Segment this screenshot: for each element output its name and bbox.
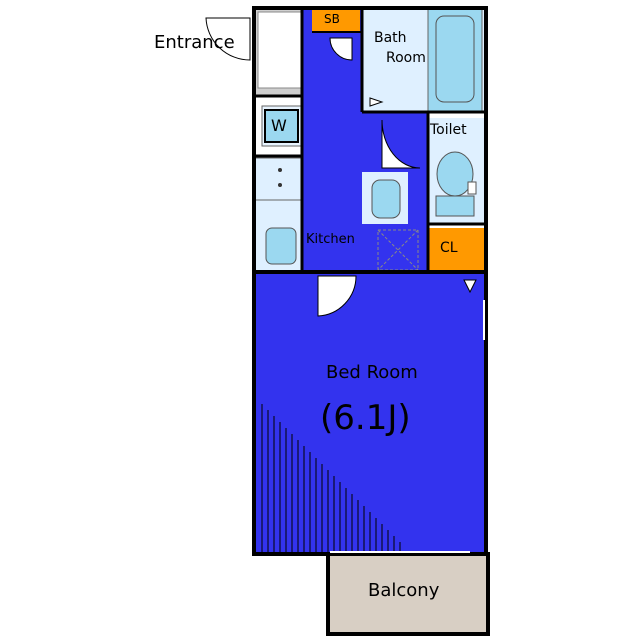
kitchen-label: Kitchen (306, 232, 355, 247)
toilet-label: Toilet (430, 122, 467, 138)
door-swings (205, 17, 421, 317)
closet-label: CL (440, 240, 458, 256)
sink-icon (265, 227, 297, 265)
bath-room-label-line1: Bath (374, 30, 407, 46)
stove-burner-icon (278, 168, 282, 172)
storage-box-label: SB (324, 12, 340, 26)
door-arrow-icon (369, 97, 384, 107)
washer-icon (264, 109, 299, 143)
closet (428, 228, 484, 272)
balcony (328, 556, 488, 634)
flooring-hatch (261, 404, 401, 552)
balcony-label: Balcony (368, 580, 440, 601)
walls (252, 6, 490, 636)
entrance-label: Entrance (154, 32, 235, 53)
storage-box (312, 8, 360, 32)
bedroom-size-label: (6.1J) (320, 398, 411, 438)
bedroom-label: Bed Room (326, 362, 418, 383)
washer-label: W (271, 116, 287, 135)
bath-room-label-line2: Room (386, 50, 426, 66)
